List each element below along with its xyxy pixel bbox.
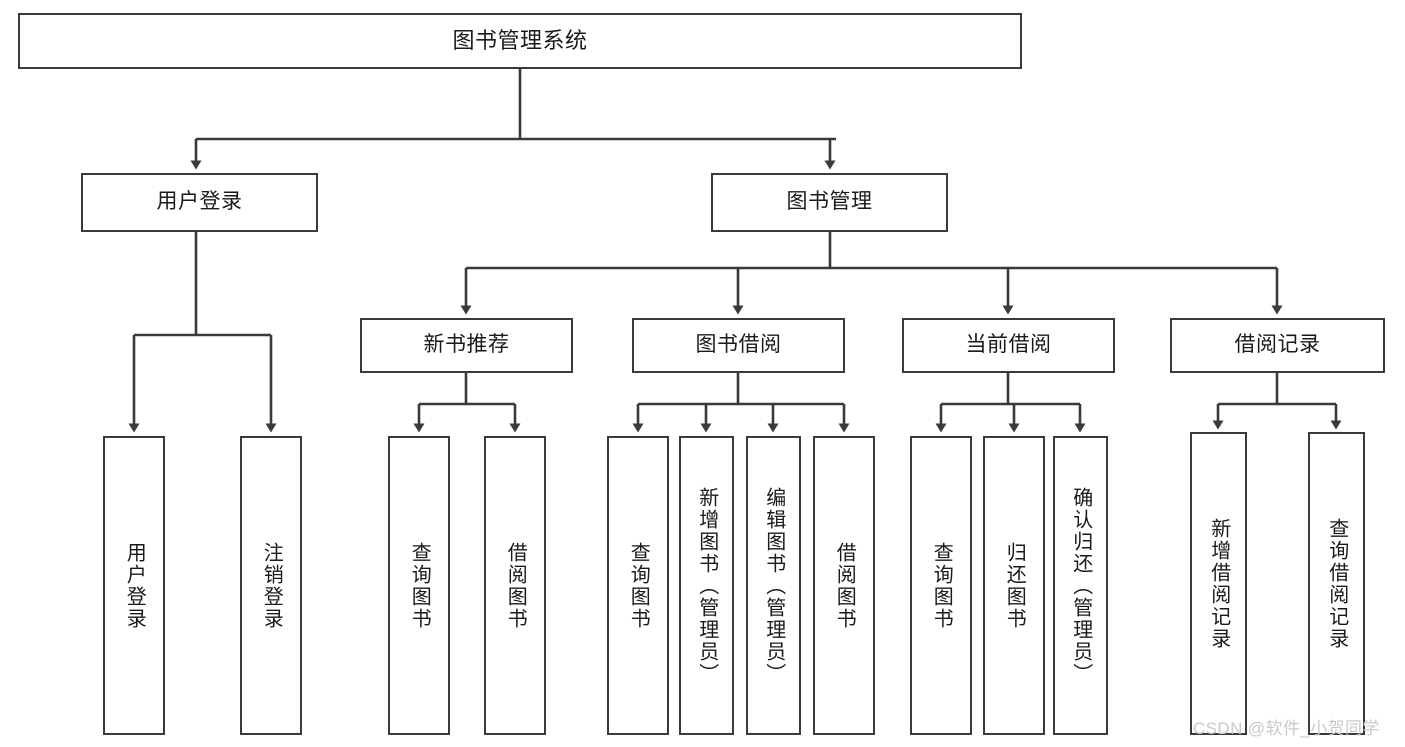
node-current-borrow-label: 当前借阅 <box>965 333 1052 357</box>
node-leaf-query-book-2[interactable]: 查询图书 <box>607 436 669 735</box>
node-leaf-borrow-book-1-label: 借阅图书 <box>504 541 527 630</box>
node-leaf-user-login[interactable]: 用户登录 <box>103 436 165 735</box>
node-leaf-borrow-book-1[interactable]: 借阅图书 <box>484 436 546 735</box>
node-leaf-return-book-label: 归还图书 <box>1003 541 1026 630</box>
node-book-manage-label: 图书管理 <box>786 190 873 214</box>
node-leaf-query-book-2-label: 查询图书 <box>627 541 650 630</box>
node-leaf-borrow-book-2-label: 借阅图书 <box>833 541 856 630</box>
node-root[interactable]: 图书管理系统 <box>18 13 1022 69</box>
node-leaf-edit-book[interactable]: 编辑图书（管理员） <box>746 436 801 735</box>
node-book-borrow[interactable]: 图书借阅 <box>632 318 845 373</box>
node-user-login-label: 用户登录 <box>156 190 243 214</box>
node-leaf-logout[interactable]: 注销登录 <box>240 436 302 735</box>
node-root-label: 图书管理系统 <box>452 27 588 53</box>
node-leaf-add-record-label: 新增借阅记录 <box>1207 517 1230 650</box>
node-leaf-query-record[interactable]: 查询借阅记录 <box>1308 432 1365 735</box>
node-book-borrow-label: 图书借阅 <box>695 333 782 357</box>
node-book-manage[interactable]: 图书管理 <box>711 173 948 232</box>
node-borrow-record[interactable]: 借阅记录 <box>1170 318 1385 373</box>
node-leaf-return-book[interactable]: 归还图书 <box>983 436 1045 735</box>
node-leaf-confirm-return[interactable]: 确认归还（管理员） <box>1053 436 1108 735</box>
csdn-watermark: CSDN @软件_小贺同学 <box>1193 719 1380 738</box>
node-leaf-logout-label: 注销登录 <box>260 541 283 630</box>
node-leaf-query-book-1[interactable]: 查询图书 <box>388 436 450 735</box>
node-leaf-query-book-1-label: 查询图书 <box>408 541 431 630</box>
node-user-login[interactable]: 用户登录 <box>81 173 318 232</box>
node-leaf-borrow-book-2[interactable]: 借阅图书 <box>813 436 875 735</box>
node-leaf-query-book-3[interactable]: 查询图书 <box>910 436 972 735</box>
node-new-book-recommend-label: 新书推荐 <box>423 333 510 357</box>
node-leaf-query-record-label: 查询借阅记录 <box>1325 517 1348 650</box>
node-new-book-recommend[interactable]: 新书推荐 <box>360 318 573 373</box>
node-leaf-add-record[interactable]: 新增借阅记录 <box>1190 432 1247 735</box>
node-leaf-edit-book-label: 编辑图书（管理员） <box>762 486 785 685</box>
node-leaf-confirm-return-label: 确认归还（管理员） <box>1069 486 1092 685</box>
node-borrow-record-label: 借阅记录 <box>1234 333 1321 357</box>
node-leaf-add-book-label: 新增图书（管理员） <box>695 486 718 685</box>
node-leaf-query-book-3-label: 查询图书 <box>930 541 953 630</box>
node-leaf-user-login-label: 用户登录 <box>123 541 146 630</box>
node-current-borrow[interactable]: 当前借阅 <box>902 318 1115 373</box>
node-leaf-add-book[interactable]: 新增图书（管理员） <box>679 436 734 735</box>
